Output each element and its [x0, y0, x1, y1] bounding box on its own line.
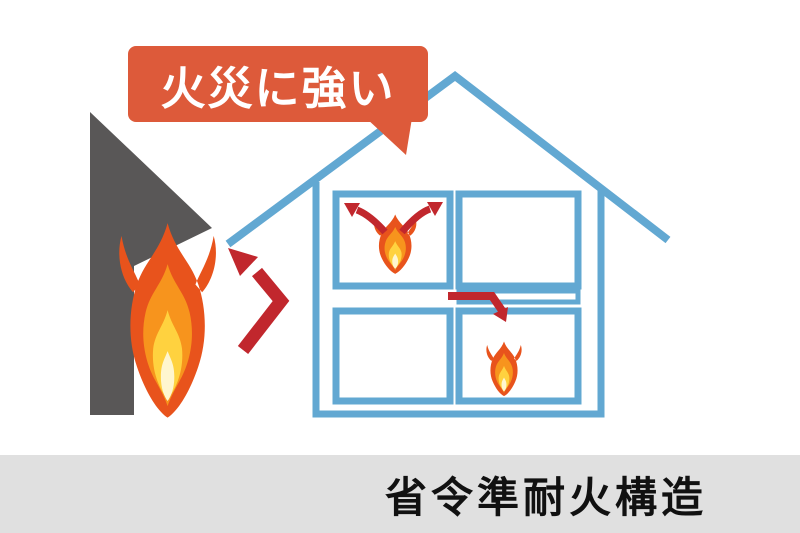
fire-arrows: [228, 202, 508, 354]
fire-arrows-fill: [228, 202, 508, 354]
page-title: 省令準耐火構造: [385, 472, 708, 522]
house-walls: [312, 182, 605, 418]
room-upper-right: [455, 190, 582, 290]
room-upper-left: [332, 190, 454, 290]
curved-arrow-icon-left: [355, 206, 388, 235]
bent-arrow-icon-deflect: [237, 267, 290, 354]
speech-bubble-tail: [366, 118, 412, 155]
roof-line: [225, 70, 671, 248]
curved-arrow-icon-right: [399, 205, 432, 235]
bent-arrow-icon-floor: [448, 292, 507, 315]
room-lower-left: [332, 307, 454, 405]
bent-arrow-head-floor: [493, 307, 508, 322]
flame-icon-lower-room: [486, 341, 522, 397]
house-outline: [225, 70, 671, 418]
speech-bubble: [128, 46, 428, 155]
room-lower-right: [455, 307, 582, 405]
curved-arrow-head-left: [344, 203, 360, 217]
curved-arrow-head-right: [427, 202, 443, 216]
speech-bubble-body: [128, 46, 428, 122]
bent-arrow-head-deflect: [228, 248, 258, 276]
title-band: 省令準耐火構造: [0, 455, 800, 533]
neighbor-wall-shape: [90, 112, 212, 415]
